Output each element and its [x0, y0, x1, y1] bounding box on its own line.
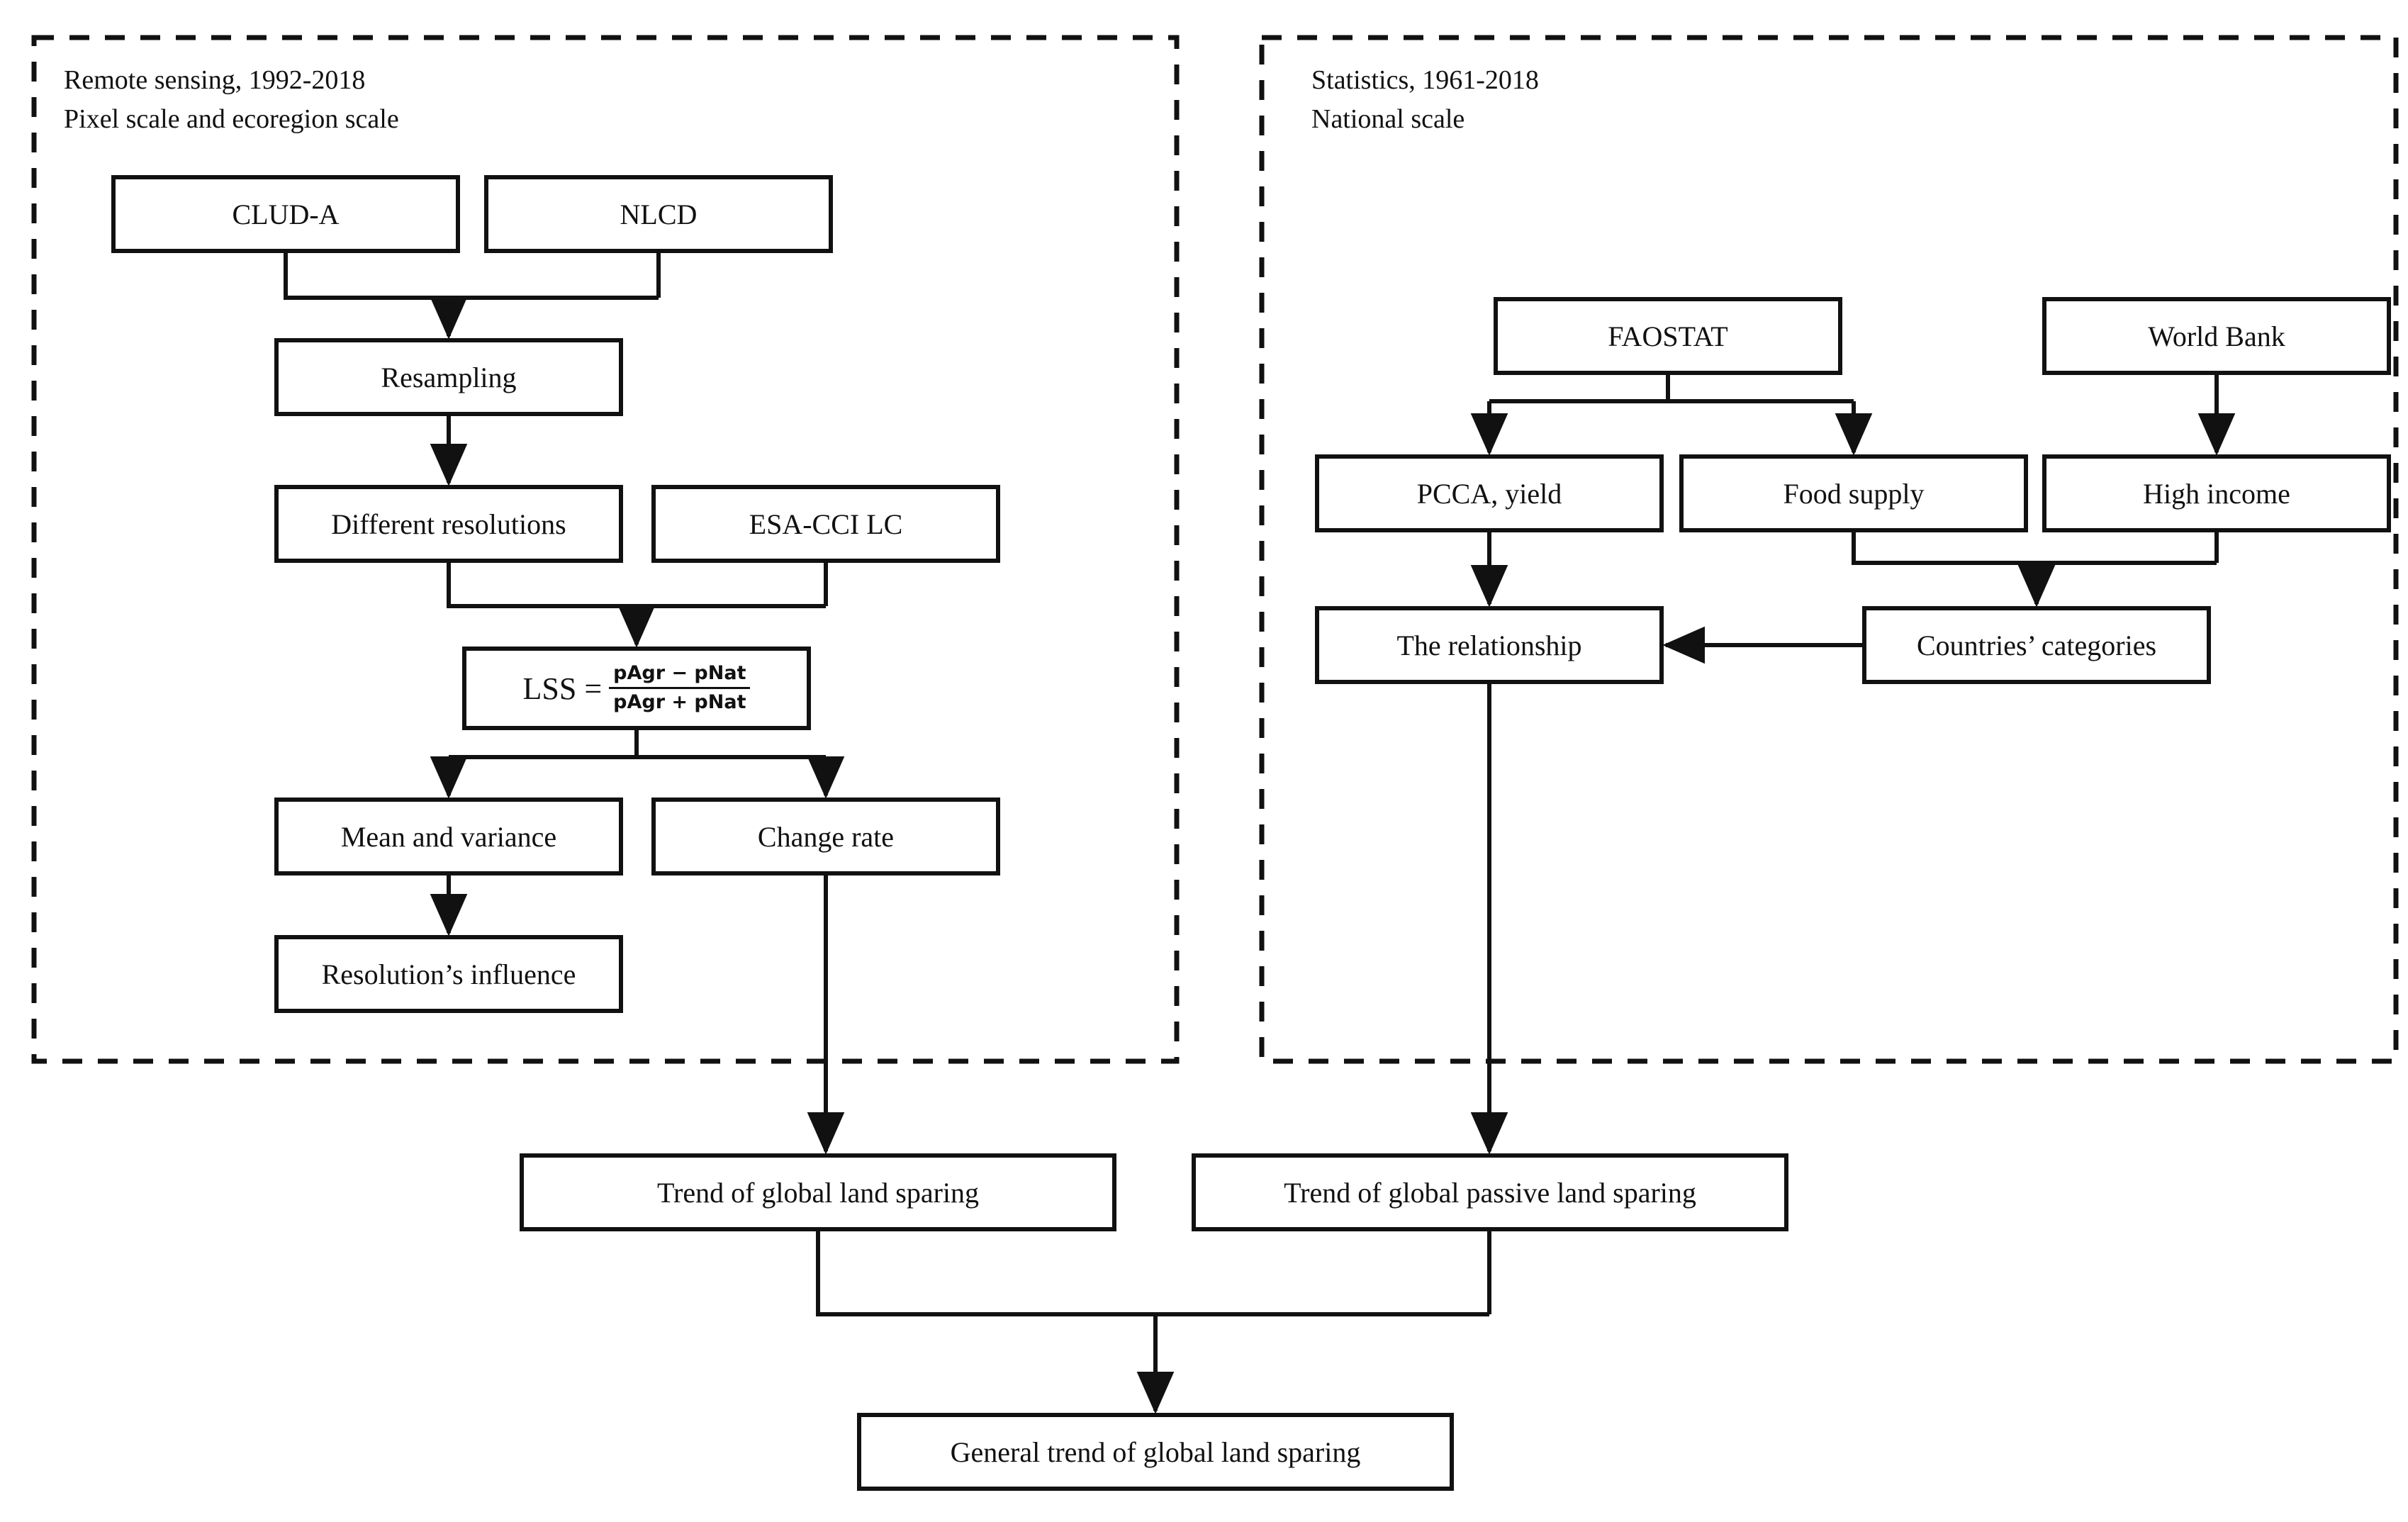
box-countries-cat: [1862, 606, 2211, 684]
box-resolution-infl: [274, 935, 623, 1013]
box-high-income: [2042, 454, 2391, 532]
box-lss: [462, 647, 811, 730]
panel-remote-sensing-border: [31, 35, 1180, 1064]
box-general-trend: [857, 1413, 1454, 1491]
box-mean-variance: [274, 798, 623, 875]
box-resampling: [274, 338, 623, 416]
panel-statistics-line2: National scale: [1311, 104, 1465, 135]
box-nlcd: [484, 175, 833, 253]
box-world-bank: [2042, 297, 2391, 375]
box-faostat: [1494, 297, 1842, 375]
box-trend-passive: [1192, 1153, 1788, 1231]
box-esa-cci-lc: [651, 485, 1000, 563]
edge-different-res-to-lss: [447, 561, 826, 608]
box-different-res: [274, 485, 623, 563]
panel-remote-sensing-line2: Pixel scale and ecoregion scale: [64, 104, 399, 135]
box-trend-land: [520, 1153, 1116, 1231]
edge-food-supply-to-countries-cat: [1852, 530, 2217, 565]
panel-statistics-border: [1259, 35, 2399, 1064]
edge-trend-land-to-general: [816, 1229, 1489, 1316]
box-clud-a: [111, 175, 460, 253]
box-change-rate: [651, 798, 1000, 875]
box-pcca-yield: [1315, 454, 1664, 532]
box-food-supply: [1679, 454, 2028, 532]
panel-remote-sensing-line1: Remote sensing, 1992-2018: [64, 65, 366, 95]
edge-clud-a-to-resampling: [284, 251, 659, 300]
box-the-relationship: [1315, 606, 1664, 684]
panel-statistics-line1: Statistics, 1961-2018: [1311, 65, 1539, 95]
